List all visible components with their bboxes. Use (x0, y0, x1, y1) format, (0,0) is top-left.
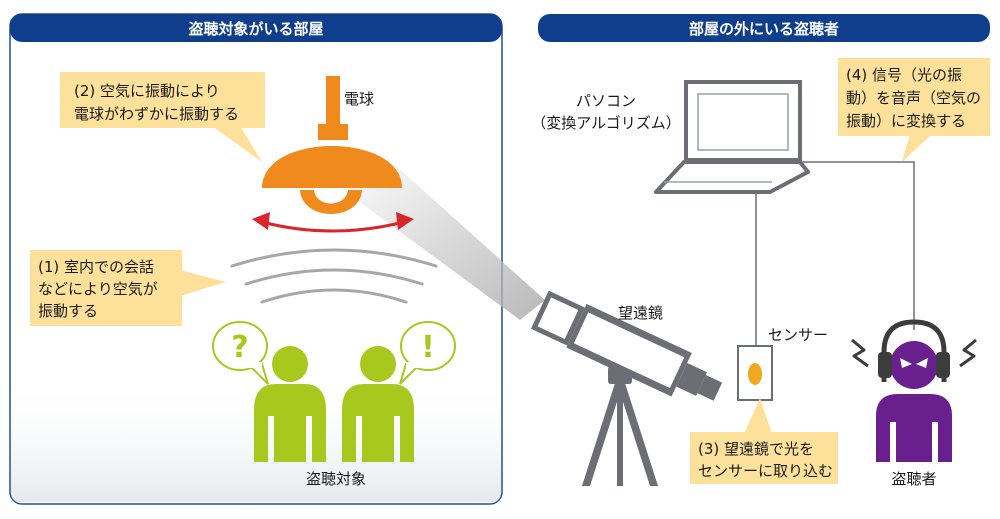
callout-step1-line1: (1) 室内での会話 (38, 258, 154, 276)
left-room-title: 盗聴対象がいる部屋 (188, 20, 323, 38)
lamp-icon (262, 76, 402, 214)
callout-step1-line3: 振動する (38, 302, 98, 320)
callout-step3: (3) 望遠鏡で光を センサーに取り込む (690, 398, 838, 484)
pc-label-line2: （変換アルゴリズム） (531, 114, 681, 132)
right-area-header (538, 14, 990, 42)
targets-label: 盗聴対象 (306, 470, 366, 488)
telescope-icon (530, 290, 723, 486)
question-mark: ? (231, 330, 248, 365)
callout-step4-line2: 動）を音声（空気の (846, 89, 981, 107)
left-room-header (10, 14, 502, 42)
exclaim-mark: ! (421, 330, 435, 365)
callout-step2: (2) 空気に振動により 電球がわずかに振動する (60, 72, 265, 162)
noise-marks (851, 338, 977, 368)
callout-step4-line3: 振動）に変換する (846, 112, 966, 130)
person-icon (876, 394, 952, 462)
question-bubble: ? (212, 321, 269, 385)
angry-eyes (900, 358, 928, 368)
person-icon (254, 346, 326, 462)
pc-label-line1: パソコン (576, 92, 636, 110)
person-icon (342, 346, 414, 462)
right-area: 部屋の外にいる盗聴者 (538, 14, 990, 42)
right-area-title: 部屋の外にいる盗聴者 (689, 20, 839, 38)
eavesdropper-label: 盗聴者 (891, 470, 936, 488)
exclaim-bubble: ! (399, 321, 456, 385)
callout-step3-line1: (3) 望遠鏡で光を (698, 440, 814, 458)
callout-step3-line2: センサーに取り込む (698, 462, 833, 480)
callout-step1: (1) 室内での会話 などにより空気が 振動する (30, 250, 226, 326)
callout-step4: (4) 信号（光の振 動）を音声（空気の 振動）に変換する (838, 58, 990, 162)
sensor-icon (737, 345, 773, 401)
callout-step2-line2: 電球がわずかに振動する (74, 105, 239, 123)
callout-step2-line1: (2) 空気に振動により (74, 82, 220, 100)
sensor-label: センサー (768, 326, 828, 344)
callout-step4-line1: (4) 信号（光の振 (846, 66, 962, 84)
headphones-icon (878, 352, 950, 378)
vibration-arrow (252, 212, 414, 233)
laptop-icon (654, 80, 810, 194)
bulb-label: 電球 (344, 90, 374, 108)
cables (755, 161, 915, 346)
eavesdropper-figure (851, 319, 977, 462)
callout-step1-line2: などにより空気が (38, 280, 158, 298)
light-beam (330, 165, 545, 320)
telescope-label: 望遠鏡 (618, 304, 663, 322)
sound-waves (230, 248, 438, 304)
